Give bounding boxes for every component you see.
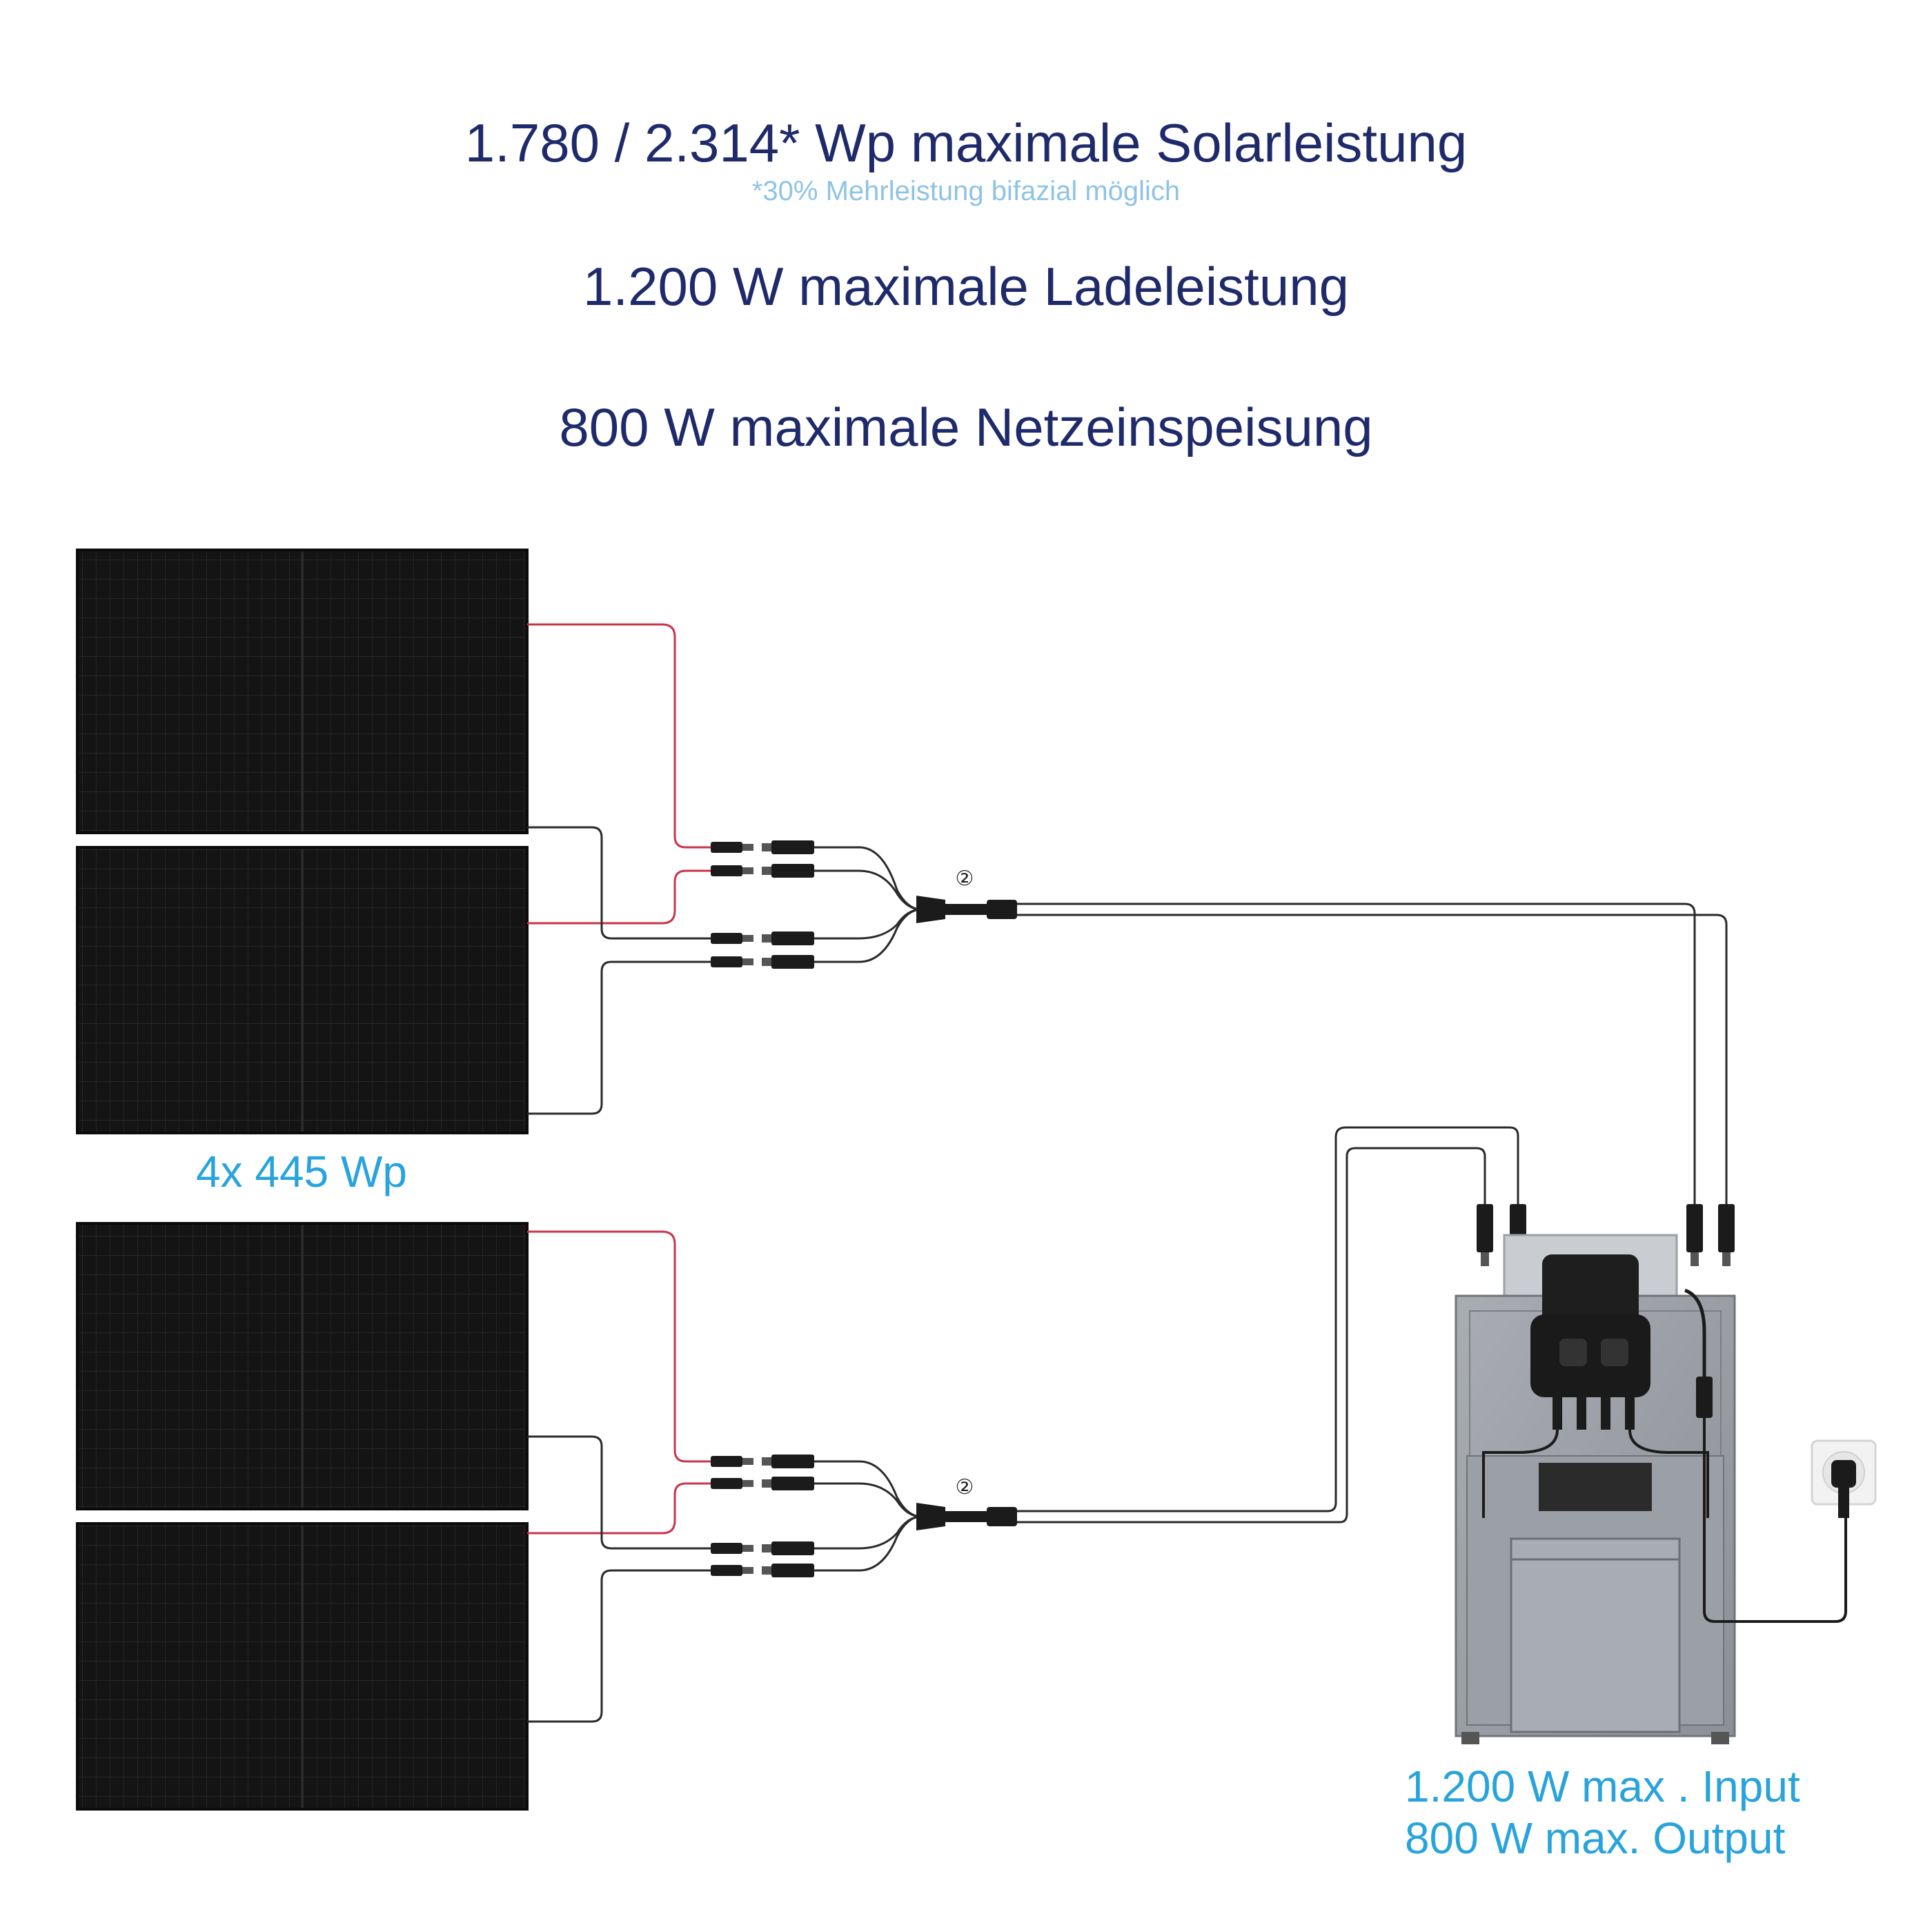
branch-cable <box>814 1515 922 1550</box>
top-trunk-cable <box>1017 903 1728 1204</box>
inverter-label-plate <box>1539 1463 1652 1511</box>
solar-panel-4 <box>76 1522 529 1811</box>
negative-cable <box>527 826 711 940</box>
positive-cable <box>527 1482 711 1535</box>
negative-cable <box>527 960 711 1115</box>
mc4-connectors-top <box>711 840 814 969</box>
mc4-connectors-bottom <box>711 1455 814 1577</box>
system-input-label: 1.200 W max . Input <box>1405 1762 1800 1811</box>
ac-cable <box>1703 1418 1847 1623</box>
positive-cable <box>527 869 711 925</box>
panel-count-label: 4x 445 Wp <box>196 1147 407 1196</box>
positive-cable <box>527 623 711 849</box>
negative-cable <box>527 1435 711 1550</box>
wall-socket <box>1811 1439 1877 1518</box>
storage-system <box>1455 1234 1736 1744</box>
system-output-label: 800 W max. Output <box>1405 1813 1786 1863</box>
solar-panel-1 <box>76 549 529 834</box>
bottom-trunk-cable <box>1017 1126 1519 1524</box>
branch-cable <box>814 908 922 963</box>
negative-cable <box>527 1569 711 1723</box>
bottom-group-cables <box>527 1230 922 1723</box>
solar-panel-3 <box>76 1222 529 1510</box>
headline-feed-in: 800 W maximale Netzeinspeisung <box>559 397 1373 457</box>
solar-panel-2 <box>76 846 529 1134</box>
branch-cable <box>814 908 922 940</box>
connector-badge-bottom: ② <box>956 1475 974 1499</box>
y-splitter-bottom <box>916 1503 1017 1530</box>
top-group-cables <box>527 623 922 1115</box>
plug-icon <box>1831 1460 1856 1488</box>
y-splitter-top <box>916 896 1017 923</box>
positive-cable <box>527 1230 711 1463</box>
branch-cable <box>814 1460 922 1518</box>
branch-cable <box>814 846 922 911</box>
connector-badge-top: ② <box>956 867 974 891</box>
branch-cable <box>814 869 922 911</box>
bifacial-note: *30% Mehrleistung bifazial möglich <box>751 176 1181 206</box>
branch-cable <box>814 1515 922 1572</box>
branch-cable <box>814 1482 922 1518</box>
headline-solar-power: 1.780 / 2.314* Wp maximale Solarleistung <box>464 112 1468 173</box>
headline-charge-power: 1.200 W maximale Ladeleistung <box>583 256 1349 317</box>
